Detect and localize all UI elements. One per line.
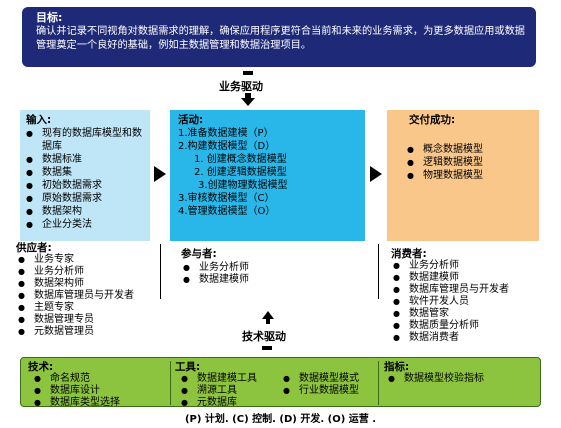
tools-list-secondary: 数据模型模式 行业数据模型 [283, 373, 375, 397]
technical-driver-label: 技术驱动 [242, 330, 286, 343]
suppliers-item: 元数据管理员 [18, 326, 166, 338]
activity-step: 3.审核数据模型（C） [178, 193, 275, 204]
phase-legend: (P) 计划. (C) 控制. (D) 开发. (O) 运营 . [184, 414, 377, 425]
inputs-item: 数据标准 [26, 153, 144, 166]
activity-substep: 1. 创建概念数据模型 [194, 154, 287, 165]
consumers-item: 数据质量分析师 [393, 320, 556, 332]
tools-item: 溯源工具 [181, 385, 281, 397]
activity-substep: 2. 创建逻辑数据模型 [194, 167, 287, 178]
activity-step: 1.准备数据建模（P） [178, 128, 274, 139]
suppliers-list: 业务专家 业务分析师 数据架构师 数据库管理员与开发者 主题专家 数据管理专员 … [16, 254, 166, 338]
suppliers-item: 主题专家 [18, 302, 166, 314]
technical-driver-arrow-up-icon [262, 311, 274, 319]
goal-text: 确认并记录不同视角对数据需求的理解，确保应用程序更符合当前和未来的业务需求，为更… [36, 26, 525, 51]
activity-step: 4.管理数据模型（O） [178, 206, 276, 217]
participants-item: 数据建模师 [183, 274, 331, 286]
consumers-title: 消费者: [391, 248, 427, 260]
techniques-item: 数据库类型选择 [34, 397, 168, 409]
flow-arrow-right-icon [154, 166, 166, 182]
inputs-item: 原始数据需求 [26, 192, 144, 205]
inputs-box: 输入: 现有的数据库模型和数据库 数据标准 数据集 初始数据需求 原始数据需求 … [20, 110, 150, 241]
inputs-item: 初始数据需求 [26, 179, 144, 192]
tools-item: 行业数据模型 [283, 385, 375, 397]
activities-box: 活动: 1.准备数据建模（P） 2.构建数据模型（D） 1. 创建概念数据模型 … [170, 110, 365, 241]
inputs-item: 企业分类法 [26, 218, 144, 231]
techniques-item: 数据库设计 [34, 385, 168, 397]
suppliers-item: 数据架构师 [18, 278, 166, 290]
suppliers-item: 数据管理专员 [18, 314, 166, 326]
activity-substep: 3.创建物理数据模型 [198, 180, 288, 191]
tools-item: 元数据库 [181, 397, 281, 409]
activity-step: 2.构建数据模型（D） [178, 141, 276, 152]
bottom-separator [170, 361, 171, 405]
technical-driver-arrow-stem [266, 319, 270, 324]
business-driver-arrow-down-icon [241, 98, 255, 106]
suppliers-section: 供应者: 业务专家 业务分析师 数据架构师 数据库管理员与开发者 主题专家 数据… [16, 242, 166, 338]
suppliers-item: 数据库管理员与开发者 [18, 290, 166, 302]
techniques-list: 命名规范 数据库设计 数据库类型选择 [28, 373, 168, 409]
techniques-title: 技术: [28, 361, 54, 373]
tools-section: 工具: 数据建模工具 溯源工具 元数据库 数据模型模式 行业数据模型 [175, 361, 375, 409]
deliverables-item: 物理数据模型 [407, 169, 531, 182]
inputs-title: 输入: [26, 114, 52, 126]
deliverables-item: 逻辑数据模型 [407, 156, 531, 169]
participants-section: 参与者: 业务分析师 数据建模师 [181, 248, 331, 286]
metrics-item: 数据模型校验指标 [388, 373, 534, 385]
business-driver-arrow-stem [245, 93, 251, 98]
consumers-item: 数据建模师 [393, 272, 556, 284]
consumers-item: 软件开发人员 [393, 296, 556, 308]
metrics-section: 指标: 数据模型校验指标 [384, 361, 534, 406]
metrics-list: 数据模型校验指标 [384, 373, 534, 385]
consumers-section: 消费者: 业务分析师 数据建模师 数据库管理员与开发者 软件开发人员 数据管家 … [391, 248, 556, 344]
participants-item: 业务分析师 [183, 262, 331, 274]
goal-title: 目标: [36, 11, 63, 24]
tools-title: 工具: [175, 361, 201, 373]
deliverables-list: 概念数据模型 逻辑数据模型 物理数据模型 [395, 143, 531, 182]
inputs-item: 数据架构 [26, 205, 144, 218]
bottom-separator [378, 361, 379, 405]
suppliers-item: 业务专家 [18, 254, 166, 266]
deliverables-item: 概念数据模型 [407, 143, 531, 156]
inputs-list: 现有的数据库模型和数据库 数据标准 数据集 初始数据需求 原始数据需求 数据架构… [26, 127, 144, 231]
inputs-item: 数据集 [26, 166, 144, 179]
business-driver-label: 业务驱动 [219, 80, 263, 93]
participants-title: 参与者: [181, 248, 217, 260]
tools-list-primary: 数据建模工具 溯源工具 元数据库 [181, 373, 281, 409]
consumers-item: 数据管家 [393, 308, 556, 320]
inputs-item: 现有的数据库模型和数据库 [26, 127, 144, 153]
business-driver-bar [243, 71, 253, 75]
metrics-title: 指标: [384, 361, 410, 373]
consumers-item: 业务分析师 [393, 260, 556, 272]
tools-item: 数据模型模式 [283, 373, 375, 385]
participants-list: 业务分析师 数据建模师 [181, 262, 331, 286]
suppliers-title: 供应者: [16, 242, 52, 254]
divider-line [378, 244, 379, 299]
technical-driver-bar [262, 346, 272, 350]
deliverables-box: 交付成功: 概念数据模型 逻辑数据模型 物理数据模型 [387, 110, 539, 241]
goal-banner: 目标: 确认并记录不同视角对数据需求的理解，确保应用程序更符合当前和未来的业务需… [22, 7, 536, 67]
consumers-item: 数据库管理员与开发者 [393, 284, 556, 296]
suppliers-item: 业务分析师 [18, 266, 166, 278]
flow-arrow-right-icon [370, 166, 382, 182]
techniques-item: 命名规范 [34, 373, 168, 385]
deliverables-title: 交付成功: [409, 114, 456, 126]
tools-item: 数据建模工具 [181, 373, 281, 385]
techniques-section: 技术: 命名规范 数据库设计 数据库类型选择 [28, 361, 168, 409]
consumers-item: 数据消费者 [393, 332, 556, 344]
activities-title: 活动: [178, 114, 204, 126]
consumers-list: 业务分析师 数据建模师 数据库管理员与开发者 软件开发人员 数据管家 数据质量分… [391, 260, 556, 344]
